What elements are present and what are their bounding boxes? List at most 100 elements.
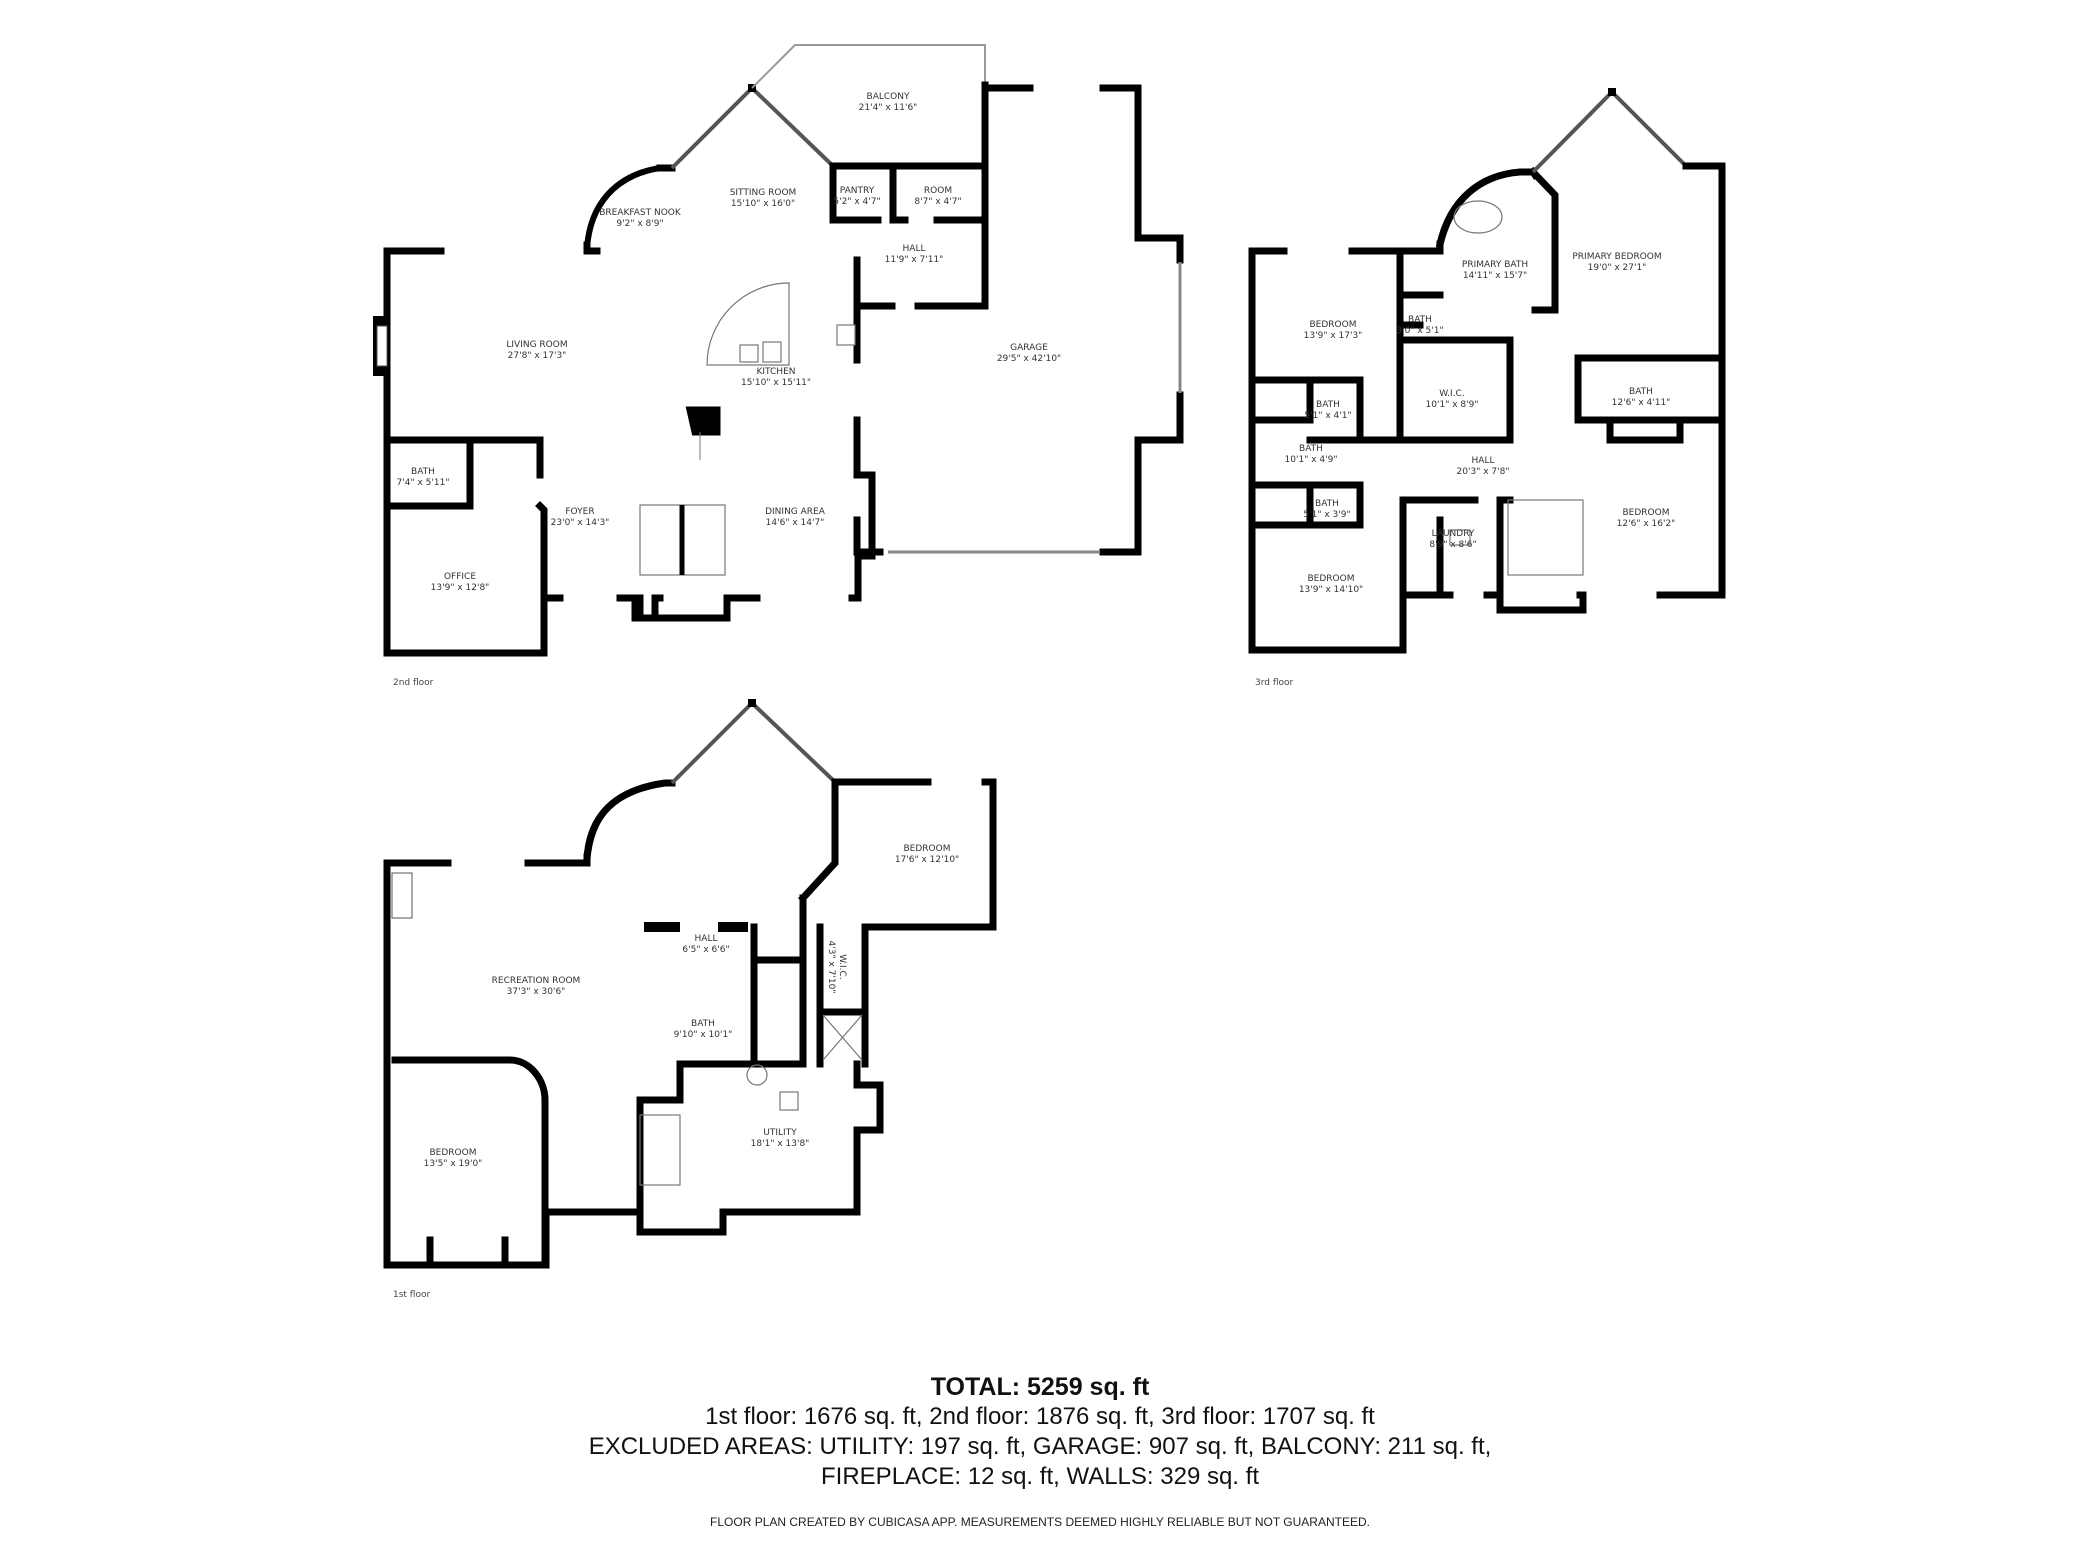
- room-size: 10'1" x 8'9": [1425, 400, 1479, 410]
- room-size: 5'1" x 3'9": [1303, 510, 1351, 520]
- room-size: 17'6" x 12'10": [894, 855, 960, 865]
- room-name: FOYER: [565, 507, 595, 517]
- room-name: UTILITY: [763, 1128, 797, 1138]
- room-size: 5'2" x 4'7": [833, 197, 881, 207]
- room-name: BREAKFAST NOOK: [599, 208, 681, 218]
- room-size: 8'7" x 4'7": [914, 197, 962, 207]
- room-name: BEDROOM: [429, 1148, 477, 1158]
- third-floor-walls: [1248, 88, 1726, 654]
- area-summary: TOTAL: 5259 sq. ft 1st floor: 1676 sq. f…: [0, 1372, 2080, 1492]
- room-wic: W.I.C.4'3" x 7'10": [825, 941, 847, 994]
- room-name: BATH: [1408, 315, 1432, 325]
- room-name: PRIMARY BATH: [1461, 260, 1529, 270]
- room-size: 13'9" x 17'3": [1303, 331, 1363, 341]
- room-size: 27'8" x 17'3": [507, 351, 567, 361]
- room-name: DINING AREA: [765, 507, 825, 517]
- room-size: 18'1" x 13'8": [750, 1139, 810, 1149]
- disclaimer: FLOOR PLAN CREATED BY CUBICASA APP. MEAS…: [710, 1515, 1370, 1529]
- room-name: LAUNDRY: [1431, 529, 1475, 539]
- room-name: KITCHEN: [756, 367, 796, 377]
- room-size: 15'10" x 16'0": [730, 199, 796, 209]
- total-area: TOTAL: 5259 sq. ft: [930, 1373, 1150, 1401]
- room-size: 21'4" x 11'6": [858, 103, 918, 113]
- room-size: 20'3" x 7'8": [1456, 467, 1510, 477]
- room-name: ROOM: [923, 186, 953, 196]
- floor-label-2nd: 2nd floor: [393, 678, 434, 688]
- room-size: 7'4" x 5'11": [396, 478, 450, 488]
- room-name: OFFICE: [443, 572, 477, 582]
- room-name: BATH: [1316, 400, 1340, 410]
- room-name: BALCONY: [866, 92, 910, 102]
- room-name: GARAGE: [1010, 343, 1048, 353]
- room-size: 29'5" x 42'10": [996, 354, 1062, 364]
- room-size: 9'2" x 8'9": [616, 219, 664, 229]
- room-size: 15'10" x 15'11": [740, 378, 812, 388]
- floor-areas: 1st floor: 1676 sq. ft, 2nd floor: 1876 …: [705, 1403, 1375, 1430]
- room-name: PRIMARY BEDROOM: [1572, 252, 1662, 262]
- room-size: 13'5" x 19'0": [423, 1159, 483, 1169]
- room-name: W.I.C.: [1439, 389, 1465, 399]
- room-size: 13'9" x 14'10": [1298, 585, 1364, 595]
- floor-label-3rd: 3rd floor: [1255, 678, 1294, 688]
- room-size: 14'6" x 14'7": [765, 518, 825, 528]
- room-size: 37'3" x 30'6": [506, 987, 566, 997]
- room-size: 4'3" x 7'10": [826, 940, 836, 994]
- room-name: HALL: [902, 244, 926, 254]
- room-wic: W.I.C.10'1" x 8'9": [1426, 389, 1479, 411]
- room-name: HALL: [694, 934, 718, 944]
- room-name: W.I.C.: [837, 954, 847, 980]
- room-name: BATH: [691, 1019, 715, 1029]
- room-name: LIVING ROOM: [506, 340, 568, 350]
- room-name: BATH: [1315, 499, 1339, 509]
- room-size: 13'9" x 12'8": [430, 583, 490, 593]
- room-name: SITTING ROOM: [729, 188, 797, 198]
- room-size: 9'10" x 10'1": [673, 1030, 733, 1040]
- room-name: PANTRY: [839, 186, 875, 196]
- room-name: BATH: [1629, 387, 1653, 397]
- second-floor-walls: [373, 44, 1184, 657]
- room-size: 12'6" x 16'2": [1616, 519, 1676, 529]
- first-floor-walls: [383, 699, 997, 1269]
- room-size: 3'0" x 5'1": [1396, 326, 1444, 336]
- room-size: 10'1" x 4'9": [1284, 455, 1338, 465]
- room-size: 5'1" x 4'1": [1304, 411, 1352, 421]
- room-name: BEDROOM: [1309, 320, 1357, 330]
- room-size: 6'5" x 6'6": [682, 945, 730, 955]
- room-size: 14'11" x 15'7": [1462, 271, 1528, 281]
- room-name: BATH: [411, 467, 435, 477]
- excluded-areas: EXCLUDED AREAS: UTILITY: 197 sq. ft, GAR…: [588, 1433, 1492, 1460]
- room-name: HALL: [1471, 456, 1495, 466]
- excluded-areas-cont: FIREPLACE: 12 sq. ft, WALLS: 329 sq. ft: [821, 1463, 1259, 1490]
- room-size: 12'6" x 4'11": [1611, 398, 1671, 408]
